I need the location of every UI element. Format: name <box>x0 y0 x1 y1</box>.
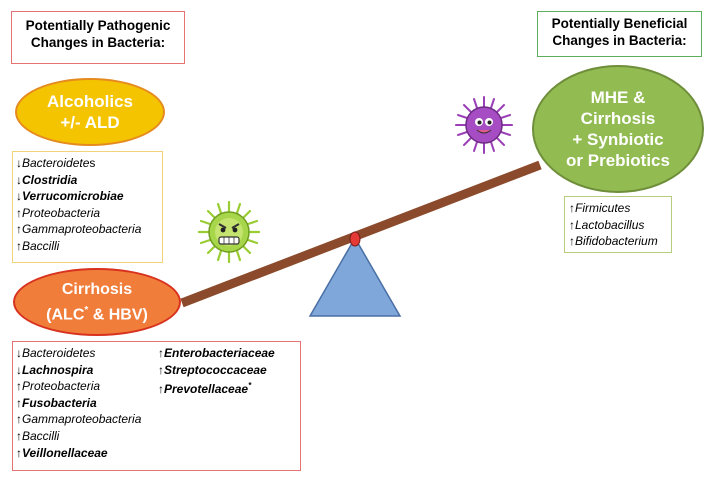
cirrhosis-node: Cirrhosis (ALC* & HBV) <box>13 268 181 336</box>
list-item: ↑Enterobacteriaceae <box>158 346 275 360</box>
beneficial-bacteria-icon <box>455 96 513 154</box>
list-item: ↑Streptococcaceae <box>158 362 267 377</box>
list-item: ↑Prevotellaceae* <box>158 381 252 397</box>
alcoholics-label-1: Alcoholics <box>47 92 133 111</box>
beneficial-title-line-1: Potentially Beneficial <box>551 16 688 31</box>
cirrhosis-label-1: Cirrhosis <box>61 280 133 298</box>
pathogenic-bacteria-icon <box>197 200 261 264</box>
mhe-label-1: MHE & <box>590 88 646 107</box>
pathogenic-title-line-2: Changes in Bacteria: <box>30 35 166 50</box>
list-item: ↑Lactobacillus <box>569 217 645 232</box>
beneficial-title-line-2: Changes in Bacteria: <box>552 33 687 48</box>
list-item: ↑Bifidobacterium <box>569 234 658 249</box>
pathogenic-title-box: Potentially Pathogenic Changes in Bacter… <box>11 11 185 64</box>
alcoholics-bacteria-list: ↓Bacteroidetes ↓Clostridia ↓Verrucomicro… <box>12 151 163 263</box>
cirrhosis-label-2: (ALC* & HBV) <box>46 304 148 324</box>
alcoholics-node: Alcoholics +/- ALD <box>15 78 165 146</box>
list-item: ↑Proteobacteria <box>16 205 101 220</box>
mhe-label-2: Cirrhosis <box>580 109 656 128</box>
mhe-label-3: + Synbiotic <box>572 130 664 149</box>
list-item: ↑Firmicutes <box>569 201 631 215</box>
list-item: ↓Lachnospira <box>16 362 94 377</box>
list-item: ↑Gammaproteobacteria <box>16 412 142 427</box>
list-item: ↑Gammaproteobacteria <box>16 222 142 237</box>
beneficial-title-box: Potentially Beneficial Changes in Bacter… <box>537 11 702 57</box>
cirrhosis-bacteria-list: ↓Bacteroidetes ↓Lachnospira ↑Proteobacte… <box>12 341 301 471</box>
pathogenic-title-line-1: Potentially Pathogenic <box>25 18 171 33</box>
list-item: ↓Bacteroidetes <box>16 156 96 170</box>
list-item: ↓Verrucomicrobiae <box>16 189 124 204</box>
mhe-label-4: or Prebiotics <box>566 151 670 170</box>
seesaw-beam <box>180 160 542 308</box>
seesaw-pivot <box>349 231 361 247</box>
list-item: ↑Proteobacteria <box>16 379 101 394</box>
alcoholics-label-2: +/- ALD <box>60 113 120 132</box>
mhe-synbiotic-node: MHE & Cirrhosis + Synbiotic or Prebiotic… <box>532 65 704 193</box>
list-item: ↓Clostridia <box>16 172 78 187</box>
list-item: ↓Bacteroidetes <box>16 346 96 360</box>
list-item: ↑Fusobacteria <box>16 395 97 410</box>
seesaw-fulcrum <box>308 236 402 317</box>
list-item: ↑Veillonellaceae <box>16 445 108 460</box>
list-item: ↑Baccilli <box>16 238 60 253</box>
beneficial-bacteria-list: ↑Firmicutes ↑Lactobacillus ↑Bifidobacter… <box>564 196 672 253</box>
list-item: ↑Baccilli <box>16 428 60 443</box>
